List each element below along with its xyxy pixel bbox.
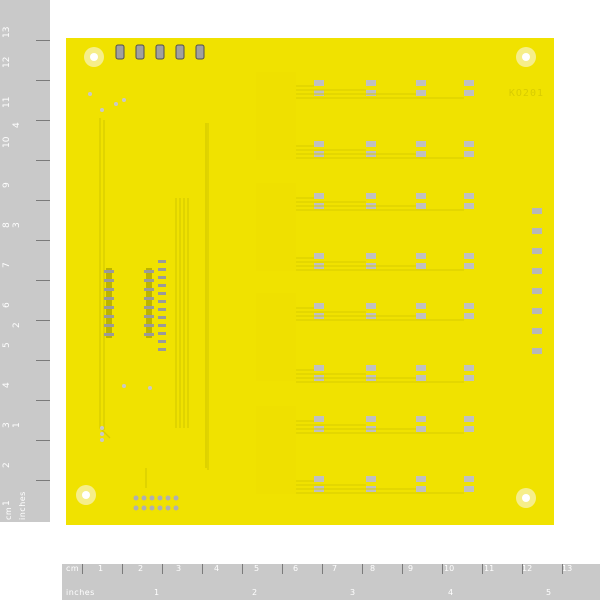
hruler-cm-2: 2 — [138, 564, 144, 573]
vruler-tick — [36, 360, 50, 361]
hruler-tick — [402, 564, 403, 574]
right-edge-connector — [532, 208, 542, 354]
hruler-tick — [122, 564, 123, 574]
pcb-board: KO201 — [66, 38, 554, 525]
vruler-tick — [36, 440, 50, 441]
vruler-cm-10: 10 — [2, 136, 12, 148]
horizontal-ruler-cm-label: cm — [66, 564, 80, 573]
ic-block-1 — [256, 72, 296, 160]
vruler-cm-2: 2 — [2, 462, 12, 468]
vruler-in-1: 1 — [12, 422, 22, 428]
vruler-cm-7: 7 — [2, 262, 12, 268]
vertical-ruler-inch-label: inches — [18, 491, 27, 520]
vruler-tick — [36, 160, 50, 161]
vertical-ruler-cm-label: cm — [4, 506, 13, 520]
ic-block-2 — [256, 183, 296, 271]
hruler-cm-1: 1 — [98, 564, 104, 573]
vruler-cm-11: 11 — [2, 96, 12, 108]
hruler-tick — [162, 564, 163, 574]
vruler-cm-13: 13 — [2, 26, 12, 38]
left-traces — [99, 118, 209, 488]
vruler-tick — [36, 400, 50, 401]
vruler-in-2: 2 — [12, 322, 22, 328]
vruler-tick — [36, 240, 50, 241]
mounting-hole — [516, 488, 536, 508]
vruler-tick — [36, 320, 50, 321]
hruler-tick — [322, 564, 323, 574]
hruler-tick — [202, 564, 203, 574]
vruler-in-4: 4 — [12, 122, 22, 128]
horizontal-ruler: cm inches 1 2 3 4 5 6 7 8 9 10 11 12 13 … — [62, 564, 600, 600]
ic-block-4 — [256, 406, 296, 494]
hruler-in-1: 1 — [154, 588, 160, 597]
hruler-in-4: 4 — [448, 588, 454, 597]
vruler-cm-3: 3 — [2, 422, 12, 428]
hruler-tick — [362, 564, 363, 574]
hruler-cm-8: 8 — [370, 564, 376, 573]
hruler-tick — [522, 564, 523, 574]
vruler-tick — [36, 120, 50, 121]
vruler-cm-8: 8 — [2, 222, 12, 228]
hruler-cm-4: 4 — [214, 564, 220, 573]
vruler-tick — [36, 40, 50, 41]
hruler-cm-9: 9 — [408, 564, 414, 573]
hruler-cm-3: 3 — [176, 564, 182, 573]
hruler-cm-10: 10 — [444, 564, 455, 573]
vruler-cm-5: 5 — [2, 342, 12, 348]
hruler-tick — [482, 564, 483, 574]
hruler-in-5: 5 — [546, 588, 552, 597]
left-ic-pins — [104, 260, 166, 351]
hruler-cm-13: 13 — [562, 564, 573, 573]
hruler-tick — [442, 564, 443, 574]
hruler-tick — [242, 564, 243, 574]
vruler-tick — [36, 80, 50, 81]
top-header-pins — [115, 44, 205, 60]
pad-traces — [296, 85, 464, 494]
vruler-in-3: 3 — [12, 222, 22, 228]
vruler-cm-6: 6 — [2, 302, 12, 308]
hruler-cm-12: 12 — [522, 564, 533, 573]
hruler-in-2: 2 — [252, 588, 258, 597]
mounting-hole — [84, 47, 104, 67]
hruler-cm-6: 6 — [293, 564, 299, 573]
pad-matrix — [314, 80, 474, 492]
vruler-cm-12: 12 — [2, 56, 12, 68]
bottom-header-pins — [133, 495, 179, 511]
vruler-tick — [36, 200, 50, 201]
mounting-hole — [516, 47, 536, 67]
hruler-tick — [82, 564, 83, 574]
vertical-ruler: cm inches 13 12 11 10 9 8 7 6 5 4 3 2 1 … — [0, 0, 50, 522]
vruler-cm-4: 4 — [2, 382, 12, 388]
hruler-cm-11: 11 — [484, 564, 495, 573]
vruler-cm-9: 9 — [2, 182, 12, 188]
silkscreen-label: KO201 — [508, 88, 544, 99]
mounting-hole — [76, 485, 96, 505]
hruler-tick — [562, 564, 563, 574]
ic-block-3 — [256, 293, 296, 381]
vruler-tick — [36, 480, 50, 481]
vruler-tick — [36, 280, 50, 281]
vruler-cm-1: 1 — [2, 500, 12, 506]
hruler-cm-7: 7 — [332, 564, 338, 573]
left-components — [88, 92, 152, 442]
hruler-cm-5: 5 — [254, 564, 260, 573]
hruler-in-3: 3 — [350, 588, 356, 597]
horizontal-ruler-inch-label: inches — [66, 588, 95, 597]
hruler-tick — [282, 564, 283, 574]
pcb-artwork — [76, 44, 542, 511]
